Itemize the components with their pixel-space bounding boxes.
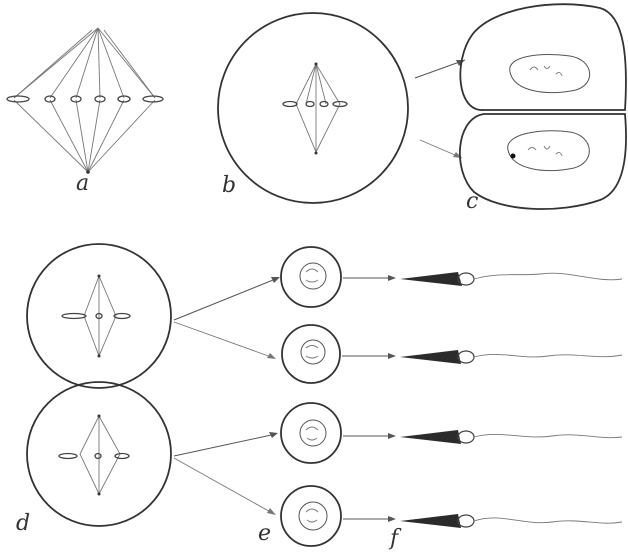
spermatid-3 <box>280 402 342 464</box>
spindle-a-pole <box>86 170 90 174</box>
arrows-e-to-f <box>342 275 396 522</box>
nucleus-upper <box>509 54 591 94</box>
arrows-b-to-c <box>414 59 466 159</box>
cell-b-membrane <box>217 12 409 204</box>
chromatin-upper <box>529 65 563 77</box>
chromatin-lower <box>527 145 563 157</box>
spermatid-2 <box>281 324 341 384</box>
daughter-cell-lower <box>459 113 627 210</box>
spindle-a: a <box>6 27 164 196</box>
spermatozoon-1 <box>400 272 623 286</box>
spermatids-e: e <box>258 246 342 547</box>
spermatozoa-f: f <box>388 272 623 551</box>
label-c-top: c <box>466 189 478 214</box>
cell-d-lower <box>26 381 172 527</box>
spermatid-1 <box>280 246 342 308</box>
spindle-a-chromosomes <box>6 95 164 103</box>
spermatid-4 <box>280 485 342 547</box>
spindle-a-upper-fibers <box>13 27 156 99</box>
cell-b-chromosomes <box>282 100 348 108</box>
arrows-d-to-e <box>173 277 280 515</box>
spermatozoon-2 <box>400 350 623 364</box>
spindle-a-lower-fibers <box>13 99 156 173</box>
label-a: a <box>76 171 89 196</box>
daughter-cells-c: c <box>459 3 627 214</box>
label-d: d <box>16 511 30 536</box>
nucleus-lower <box>507 130 590 172</box>
spermatozoon-3 <box>400 430 623 444</box>
label-e: e <box>258 521 271 546</box>
daughter-cell-upper <box>459 3 627 111</box>
cell-d-upper <box>26 243 172 389</box>
label-f: f <box>388 526 402 551</box>
cells-d: d <box>16 243 172 536</box>
spermatozoon-4 <box>400 514 623 528</box>
label-b: b <box>222 173 236 198</box>
cell-b-spindle <box>295 63 341 154</box>
cell-b: b <box>217 12 409 204</box>
